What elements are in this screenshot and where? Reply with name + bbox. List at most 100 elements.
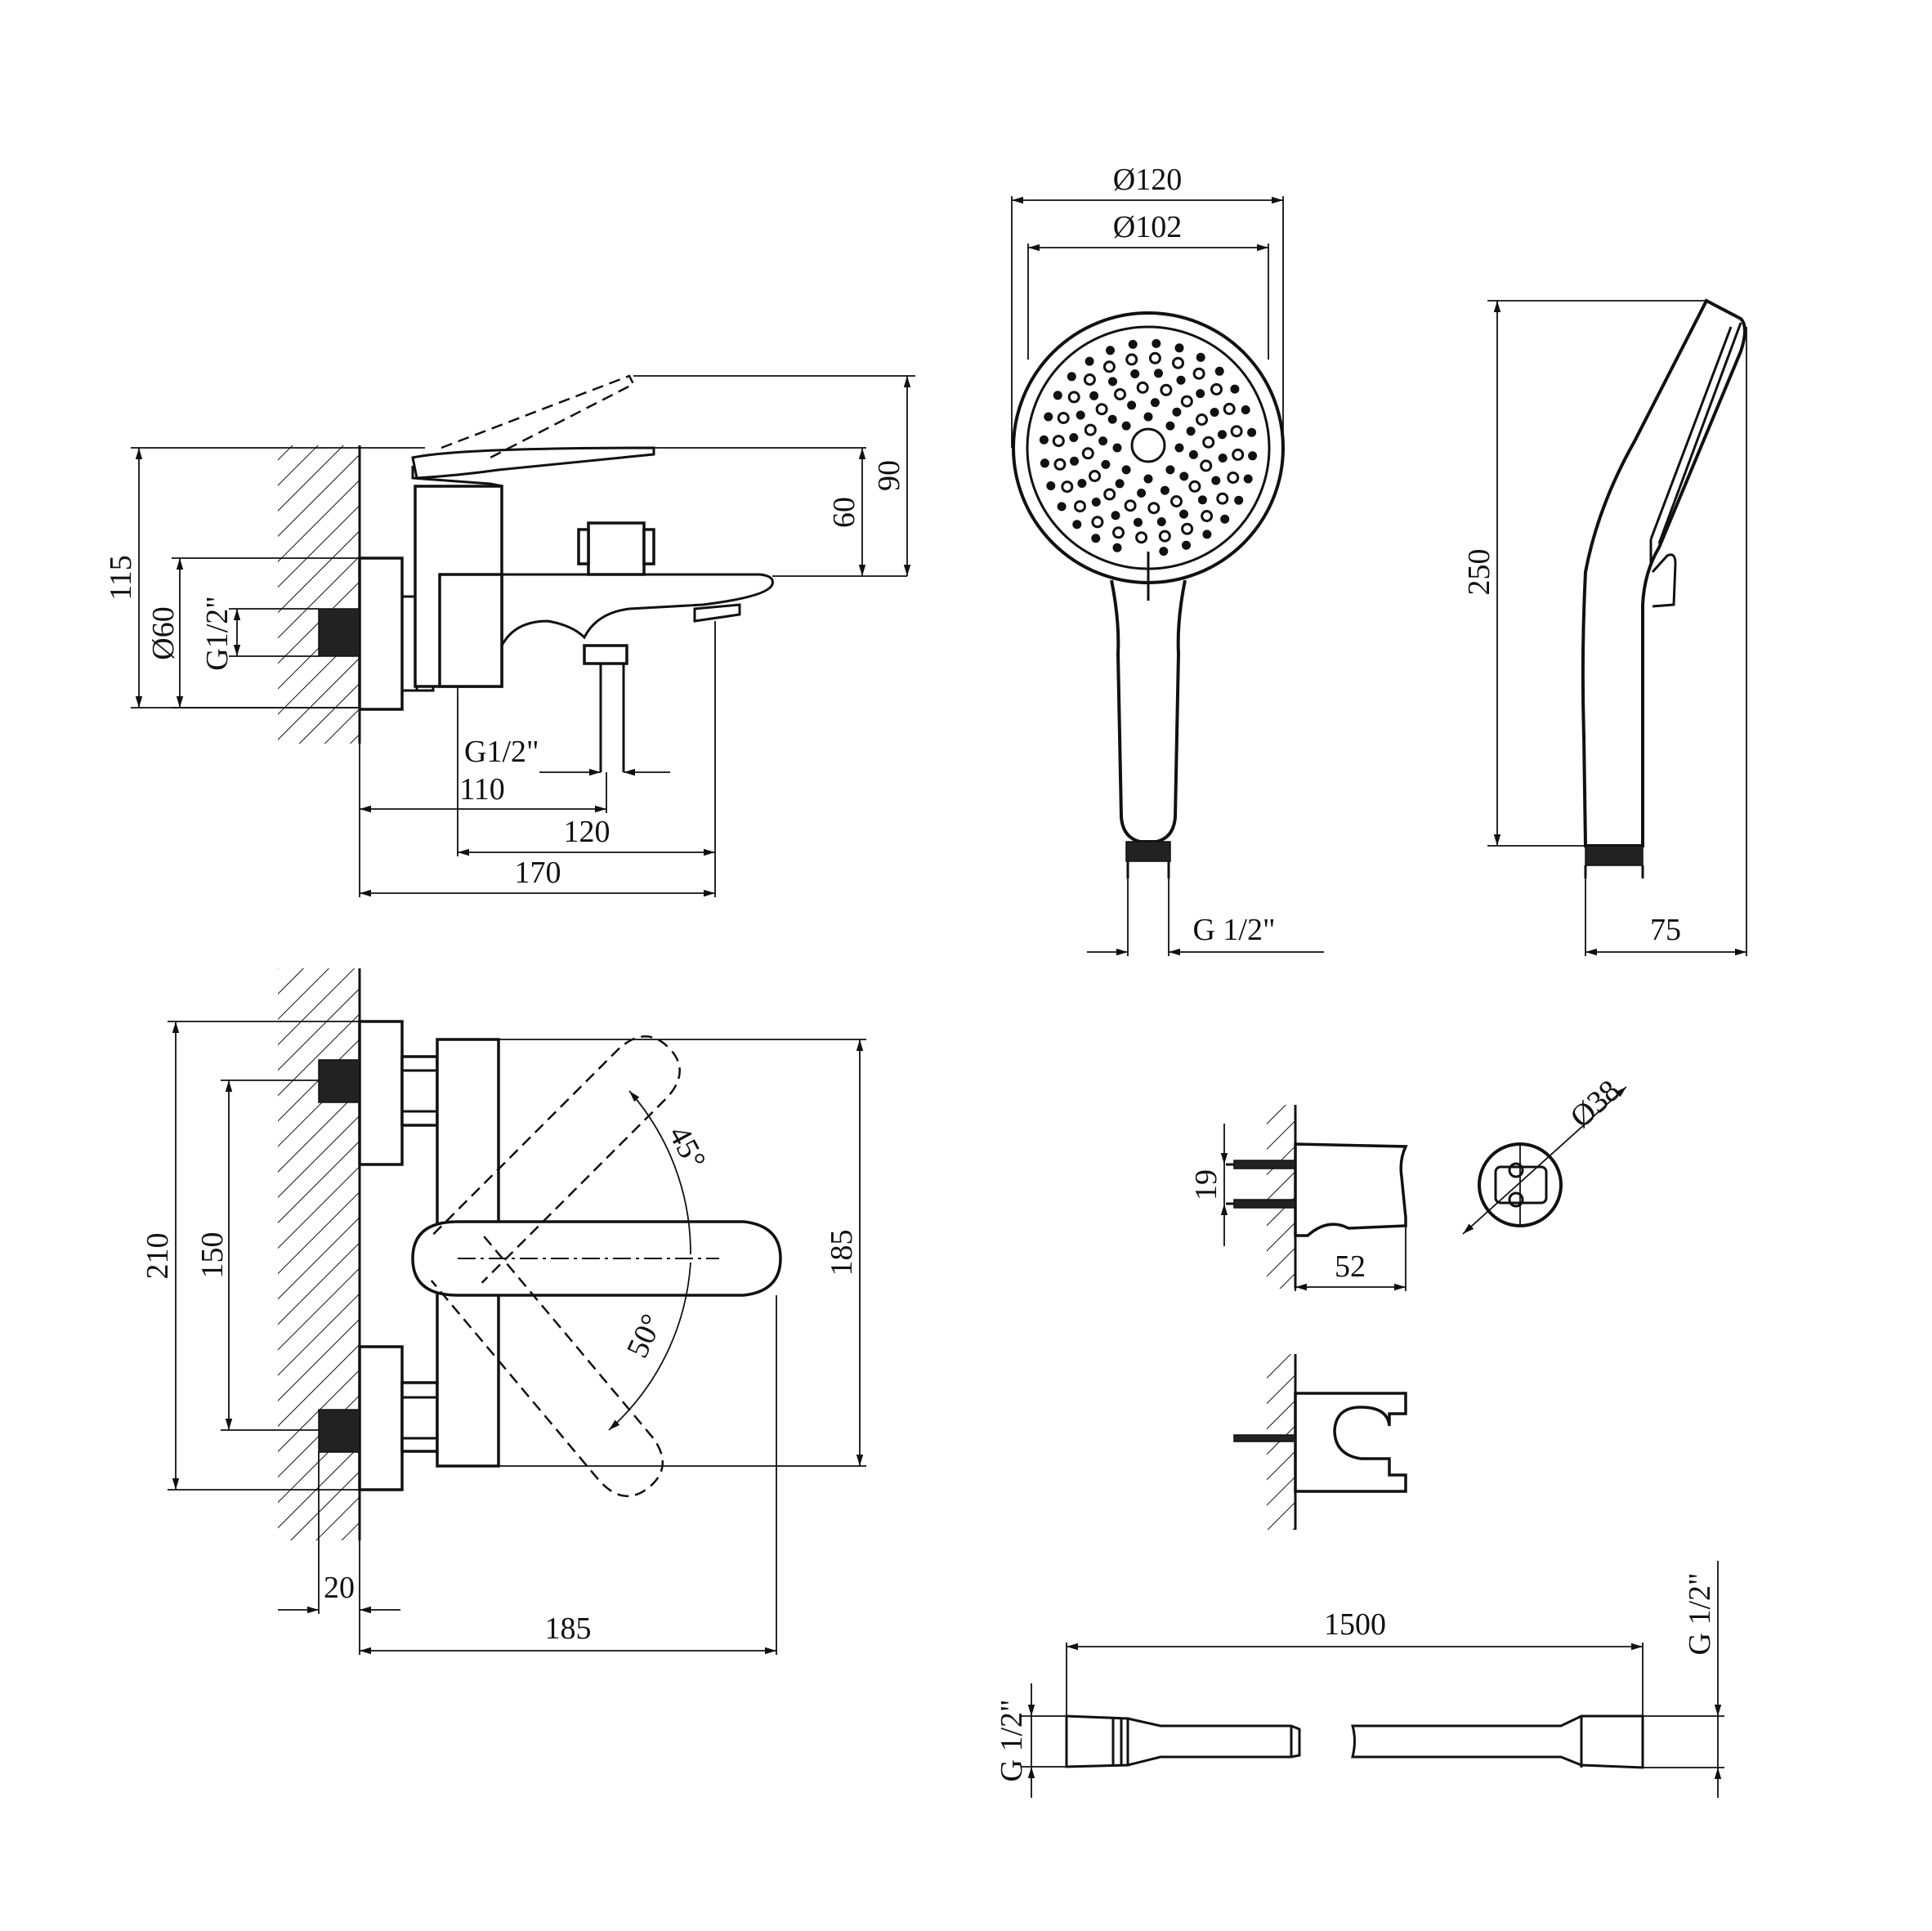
nozzle (1227, 472, 1240, 484)
nozzle (1165, 421, 1175, 431)
holder-side-view: 19 52 (1189, 1105, 1408, 1291)
nozzle (1200, 459, 1213, 472)
mixer-front-view: 45° 50° 210 150 185 20 185 (141, 968, 866, 1655)
nozzle (1170, 495, 1183, 507)
nozzle (1179, 472, 1189, 481)
nozzle (1112, 543, 1122, 552)
nozzle (1112, 526, 1125, 539)
nozzle (1121, 421, 1131, 431)
nozzle (1077, 479, 1087, 488)
dim-holder-19: 19 (1189, 1169, 1223, 1200)
dim-front-185-length: 185 (545, 1611, 592, 1646)
nozzle (1196, 352, 1205, 362)
nozzle (1039, 435, 1049, 445)
nozzle (1174, 443, 1184, 453)
dim-hose-g12-left: G 1/2" (995, 1699, 1029, 1781)
holder-bottom-view (1233, 1354, 1407, 1530)
nozzle (1091, 516, 1104, 529)
nozzle (1159, 547, 1169, 557)
nozzle (1135, 531, 1148, 544)
nozzle (1124, 499, 1137, 512)
dim-shower-g12: G 1/2" (1192, 913, 1275, 947)
nozzle (1091, 497, 1101, 507)
wall-hatch (278, 445, 360, 744)
nozzle (1057, 502, 1067, 512)
nozzle (1052, 435, 1065, 448)
nozzle (1243, 474, 1253, 484)
dim-side-g12-outlet: G1/2" (464, 735, 539, 769)
nozzle (1202, 436, 1215, 449)
mixer-side-view: 115 Ø60 G1/2" 60 90 G1/2" 110 120 170 (104, 374, 915, 897)
nozzle (1074, 500, 1086, 513)
dim-side-d60: Ø60 (146, 606, 181, 659)
nozzle (1127, 400, 1137, 410)
nozzle (1053, 391, 1062, 400)
nozzle (1040, 458, 1049, 468)
nozzle (1081, 447, 1094, 460)
dim-shower-d102: Ø102 (1113, 210, 1182, 244)
nozzle (1070, 456, 1079, 466)
nozzle (1111, 511, 1120, 521)
nozzle (1147, 502, 1161, 515)
nozzle (1121, 465, 1131, 475)
nozzle (1230, 384, 1240, 394)
dim-front-20: 20 (324, 1571, 355, 1605)
nozzle (1089, 391, 1099, 400)
nozzle (1101, 459, 1111, 469)
nozzle (1201, 510, 1214, 522)
dim-front-210: 210 (141, 1233, 175, 1280)
nozzle (1214, 366, 1224, 376)
nozzle (1196, 413, 1208, 426)
nozzle (1156, 517, 1166, 526)
dim-side-60: 60 (827, 497, 861, 528)
nozzle (1046, 481, 1056, 490)
nozzle (1107, 414, 1117, 424)
dim-side-115: 115 (104, 555, 138, 601)
shower-hose: 1500 G 1/2" G 1/2" (995, 1561, 1724, 1798)
nozzle (1143, 412, 1153, 422)
nozzle (1136, 381, 1149, 394)
nozzle (1148, 351, 1161, 364)
nozzle (1061, 481, 1074, 494)
dim-front-45: 45° (662, 1120, 713, 1175)
nozzle (1241, 405, 1250, 414)
nozzle (1067, 372, 1076, 382)
nozzle (1181, 522, 1194, 535)
nozzle (1103, 488, 1116, 501)
dim-holder-52: 52 (1335, 1249, 1366, 1284)
nozzle (1098, 436, 1108, 446)
nozzle (1165, 465, 1175, 475)
nozzle (1182, 540, 1191, 550)
nozzle (1089, 470, 1101, 482)
nozzle (1196, 389, 1205, 399)
nozzle (1188, 449, 1198, 459)
nozzle (1125, 353, 1138, 366)
nozzle (1188, 480, 1201, 493)
wall-hatch (1267, 1105, 1295, 1289)
dim-side-120: 120 (564, 815, 610, 849)
nozzle (1218, 454, 1228, 463)
dim-side-170: 170 (515, 856, 561, 890)
nozzle (1210, 382, 1223, 396)
dim-hose-g12-right: G 1/2" (1683, 1572, 1717, 1655)
dim-shower-250: 250 (1462, 549, 1496, 596)
nozzle (1114, 388, 1126, 400)
nozzle (1108, 377, 1117, 387)
nozzle (1115, 479, 1125, 489)
nozzle (1248, 451, 1258, 461)
nozzle (1210, 408, 1219, 417)
nozzle (1143, 474, 1153, 484)
nozzle (1150, 398, 1160, 408)
nozzle (1044, 412, 1053, 422)
nozzle (1186, 427, 1196, 436)
nozzle (1085, 356, 1094, 366)
nozzle (1067, 391, 1080, 404)
holder-front-view: Ø38 (1462, 1074, 1627, 1235)
nozzle (1160, 485, 1169, 495)
nozzle (1128, 339, 1138, 349)
dim-front-150: 150 (195, 1232, 230, 1279)
nozzle (1158, 530, 1171, 543)
nozzle (1180, 395, 1193, 408)
nozzle (1083, 373, 1096, 386)
